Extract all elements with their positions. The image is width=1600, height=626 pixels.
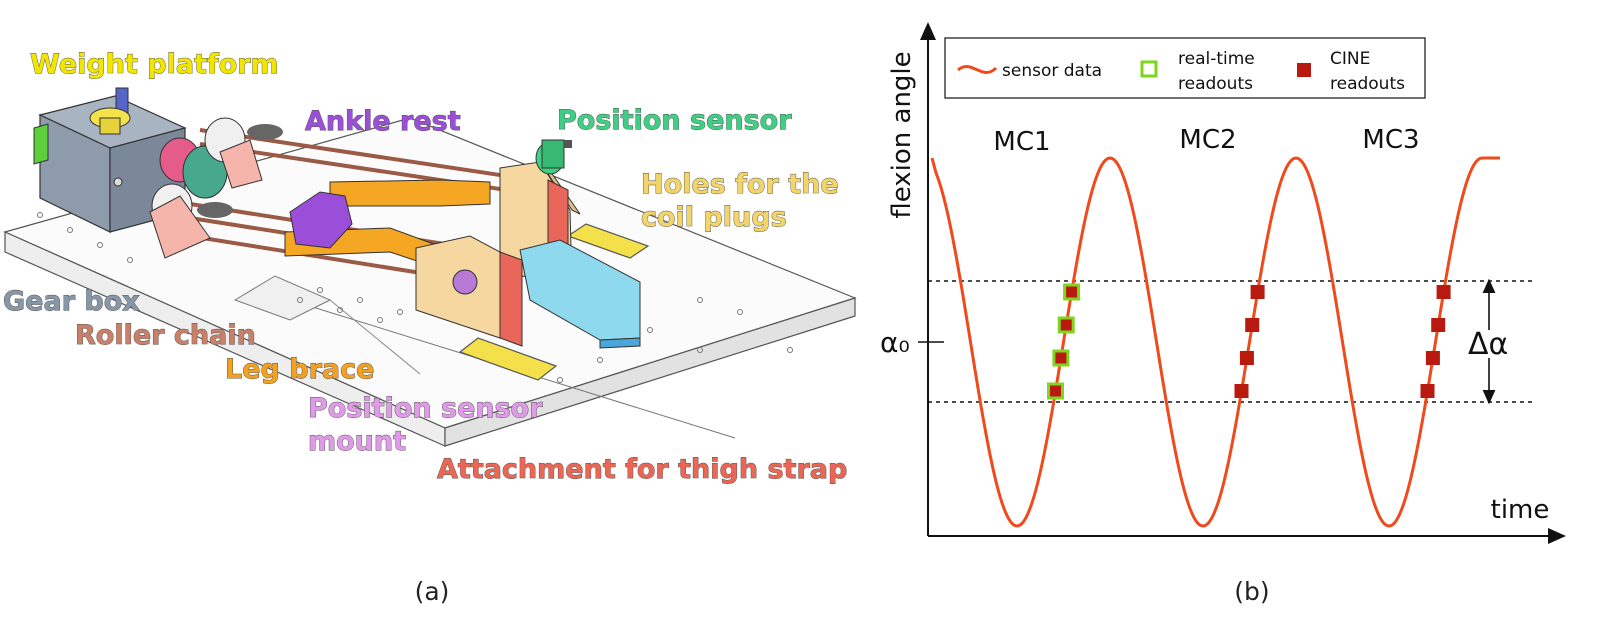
legend-sensor-line — [957, 65, 998, 75]
realtime-cine-readout-marker — [1047, 382, 1064, 400]
cine-readout-marker — [1420, 384, 1435, 398]
plot-b: flexion angle time α₀ Δα MC1 MC2 MC3 sen… — [880, 22, 1566, 544]
legend-realtime-line2: readouts — [1178, 74, 1253, 94]
label-position-sensor: Position sensor — [557, 105, 792, 136]
legend-cine-marker — [1297, 63, 1311, 77]
cine-readout-marker — [1250, 285, 1265, 299]
label-ankle-rest: Ankle rest — [305, 106, 461, 137]
y-axis-label: flexion angle — [887, 51, 917, 218]
weight-platform — [89, 87, 131, 135]
label-leg-brace: Leg brace — [225, 354, 374, 385]
realtime-cine-readout-marker — [1063, 283, 1081, 301]
caption-b: (b) — [1234, 577, 1269, 606]
cycle-label-mc3: MC3 — [1362, 125, 1419, 155]
cycle-label-mc1: MC1 — [993, 127, 1050, 157]
cine-readout-marker — [1425, 351, 1440, 365]
label-roller-chain: Roller chain — [75, 320, 256, 351]
legend-box — [944, 37, 1426, 99]
label-gear-box: Gear box — [3, 286, 140, 317]
caption-a: (a) — [415, 577, 450, 606]
legend-cine-line2: readouts — [1330, 74, 1405, 94]
position-sensor — [535, 139, 572, 175]
cine-readout-marker — [1239, 351, 1254, 365]
cycle-label-mc2: MC2 — [1179, 125, 1236, 155]
cine-readout-marker — [1245, 318, 1260, 332]
realtime-cine-readout-marker — [1052, 349, 1070, 367]
label-holes-line2: coil plugs — [641, 202, 787, 233]
cine-readout-marker — [1436, 285, 1451, 299]
label-weight-platform: Weight platform — [30, 49, 279, 80]
ankle-rest — [289, 191, 353, 249]
sensor-housing — [519, 239, 641, 349]
panel-a-labels: Weight platform Ankle rest Position sens… — [3, 49, 848, 486]
legend: sensor data real-time readouts CINE read… — [944, 37, 1426, 99]
label-sensor-mount-line1: Position sensor — [308, 393, 543, 424]
cine-readout-marker — [1431, 318, 1446, 332]
label-thigh-strap: Attachment for thigh strap — [437, 454, 847, 485]
realtime-cine-readout-marker — [1057, 316, 1075, 334]
gear-wheels — [149, 117, 283, 259]
label-holes-line1: Holes for the — [641, 169, 839, 200]
legend-cine-line1: CINE — [1330, 49, 1370, 69]
device-drawing — [3, 87, 857, 447]
x-axis-label: time — [1491, 495, 1550, 525]
sensor-data-curve — [930, 156, 1500, 528]
alpha0-label: α₀ — [880, 326, 910, 359]
readout-markers — [1047, 283, 1451, 400]
delta-alpha-label: Δα — [1468, 327, 1508, 362]
coil-plug-holes — [458, 223, 650, 381]
cine-readout-marker — [1234, 384, 1249, 398]
legend-realtime-line1: real-time — [1178, 49, 1255, 69]
legend-realtime-marker — [1140, 60, 1158, 78]
label-sensor-mount-line2: mount — [308, 426, 406, 457]
legend-sensor-label: sensor data — [1002, 61, 1102, 81]
